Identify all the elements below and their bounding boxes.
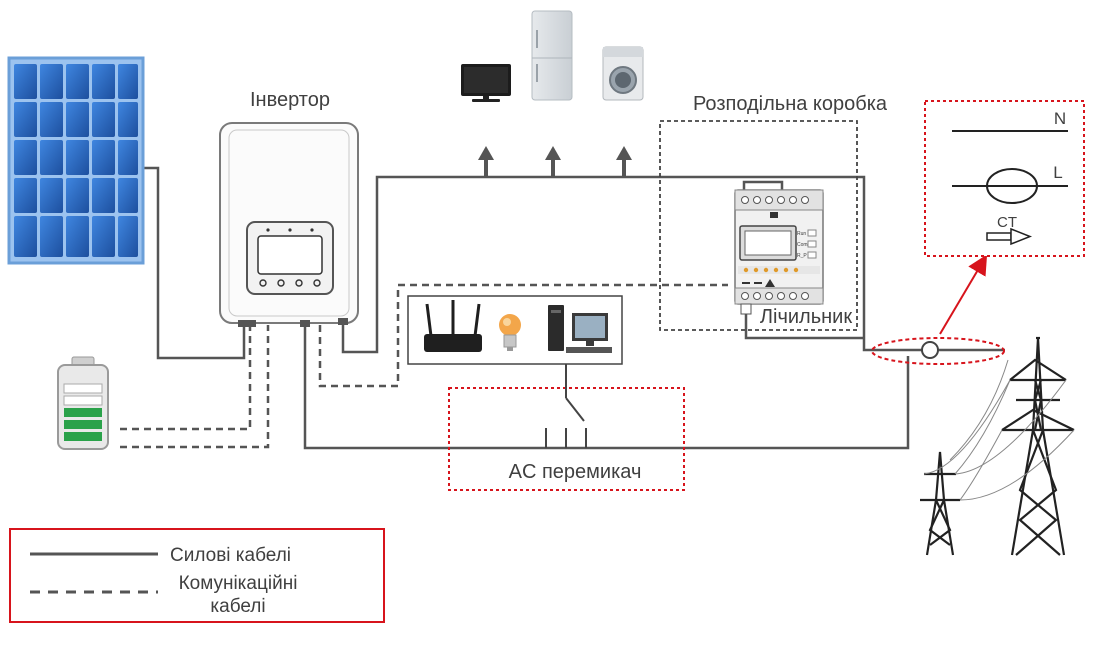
washing-machine-icon [602,46,644,101]
legend-comm-label-line1: Комунікаційні [179,573,298,594]
ac-switch-symbol [545,364,587,448]
legend: Силові кабелі Комунікаційні кабелі [9,528,385,623]
ct-detail-arrow [939,254,988,335]
desktop-computer-icon [548,305,612,353]
ct-detail-n-label: N [1054,109,1066,128]
communication-cables [120,283,728,449]
ac-switch-label: AC перемикач [509,461,642,483]
appliance-feed-arrows [478,146,632,178]
power-cables [142,166,1005,450]
distribution-box [659,120,858,331]
tv-icon [461,64,511,102]
grid-wires [923,359,1075,501]
inverter-unit [219,122,359,327]
router-icon [424,300,482,352]
meter-indicator-com: Com [797,242,808,248]
ct-detail-box: N L CT [924,100,1085,257]
legend-power-label: Силові кабелі [170,545,291,566]
energy-meter: Run Com R_P — [734,180,824,315]
meter-indicator-rp: R_P [797,253,807,259]
ct-highlight [871,337,1005,365]
ct-detail-ct-label: CT [997,214,1017,231]
battery-icon [57,356,109,450]
ct-detail-l-label: L [1053,163,1062,182]
inverter-label: Інвертор [250,89,330,111]
power-grid-towers [920,336,1075,556]
solar-panel [7,56,145,265]
ct-sensor [921,341,939,359]
legend-comm-label-line2: кабелі [210,596,265,617]
distribution-box-label: Розподільна коробка [693,93,888,115]
light-bulb-icon [499,314,521,351]
meter-label: Лічильник [760,306,852,328]
fridge-icon [531,10,573,101]
meter-indicator-run: Run [797,231,806,237]
